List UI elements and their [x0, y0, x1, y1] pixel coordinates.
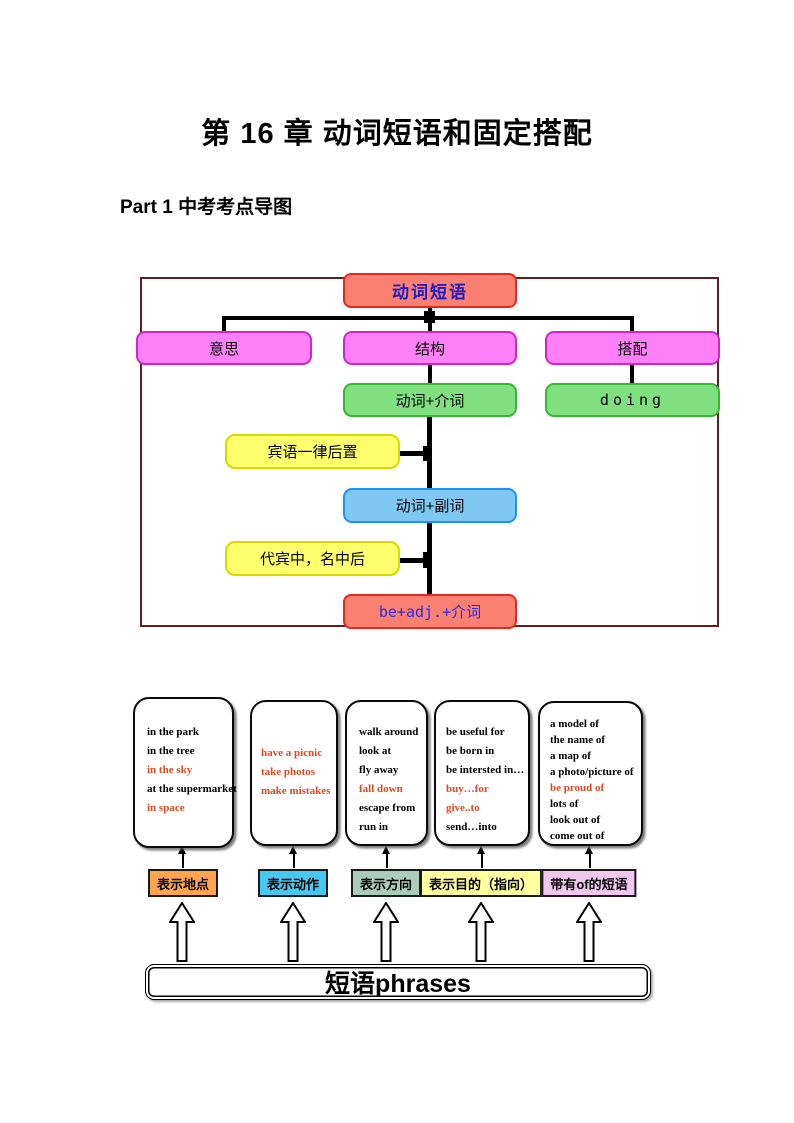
phrase-item: a model of	[550, 718, 599, 730]
phrase-item: buy…for	[446, 783, 489, 795]
flow-box-structure: 结构	[343, 331, 517, 365]
category-label-action: 表示动作	[257, 869, 329, 897]
part-heading: Part 1 中考考点导图	[120, 197, 293, 218]
thin-up-arrow	[178, 846, 187, 868]
phrase-item: be useful for	[446, 726, 505, 738]
arrow-head-icon	[382, 846, 390, 854]
phrase-item: lots of	[550, 798, 579, 810]
phrase-item: fly away	[359, 764, 399, 776]
phrase-item: the name of	[550, 734, 605, 746]
phrase-item: escape from	[359, 802, 416, 814]
phrase-item: look at	[359, 745, 392, 757]
connector-structure-verbprep	[428, 365, 432, 384]
connector-note1-stub	[398, 451, 430, 456]
category-label-location: 表示地点	[147, 869, 219, 897]
phrase-item: run in	[359, 821, 389, 833]
flow-box-meaning: 意思	[136, 331, 312, 365]
phrase-item: in the park	[147, 726, 199, 738]
phrase-item: come out of	[550, 830, 605, 842]
phrase-item: be intersted in…	[446, 764, 525, 776]
phrase-item: make mistakes	[261, 785, 331, 797]
phrases-summary-box: 短语phrases	[145, 964, 651, 1000]
category-label-purpose: 表示目的（指向）	[419, 869, 543, 897]
phrase-card-action: have a picnic take photos make mistakes	[250, 700, 338, 846]
block-up-arrow-icon	[576, 902, 602, 962]
arrow-head-icon	[585, 846, 593, 854]
thin-up-arrow	[585, 846, 594, 868]
phrase-item: a map of	[550, 750, 591, 762]
connector-drop-right	[630, 316, 634, 333]
flow-box-doing: doing	[545, 383, 720, 417]
category-label-direction: 表示方向	[350, 869, 422, 897]
flow-box-root: 动词短语	[343, 273, 517, 308]
connector-note1-cap	[423, 446, 428, 461]
phrase-item: at the supermarket	[147, 783, 237, 795]
block-up-arrow-icon	[169, 902, 195, 962]
arrow-head-icon	[289, 846, 297, 854]
phrase-item: walk around	[359, 726, 419, 738]
block-up-arrow-icon	[373, 902, 399, 962]
page-title: 第 16 章 动词短语和固定搭配	[201, 118, 593, 150]
arrow-head-icon	[477, 846, 485, 854]
flow-box-verb-adv: 动词+副词	[343, 488, 517, 523]
flow-box-note-object: 宾语一律后置	[225, 434, 400, 469]
phrase-item: in space	[147, 802, 185, 814]
thin-up-arrow	[382, 846, 391, 868]
phrase-item: in the tree	[147, 745, 195, 757]
phrase-item: be born in	[446, 745, 495, 757]
connector-note2-cap	[423, 552, 428, 568]
phrase-card-of: a model of the name of a map of a photo/…	[538, 701, 643, 846]
phrase-item: be proud of	[550, 782, 605, 794]
block-up-arrow-icon	[468, 902, 494, 962]
phrase-item: look out of	[550, 814, 601, 826]
phrase-item: give..to	[446, 802, 480, 814]
thin-up-arrow	[289, 846, 298, 868]
phrase-item: send…into	[446, 821, 497, 833]
flow-box-collocation: 搭配	[545, 331, 720, 365]
arrow-head-icon	[178, 846, 186, 854]
phrase-card-location: in the park in the tree in the sky at th…	[133, 697, 237, 848]
flow-box-be-adj-prep: be+adj.+介词	[343, 594, 517, 629]
connector-drop-left	[222, 316, 226, 333]
phrase-item: fall down	[359, 783, 403, 795]
connector-collocation-doing	[630, 365, 634, 384]
block-up-arrow-icon	[280, 902, 306, 962]
category-label-of: 带有of的短语	[541, 869, 637, 897]
phrase-item: take photos	[261, 766, 316, 778]
connector-drop-mid	[428, 316, 432, 333]
connector-note2-stub	[398, 558, 430, 563]
phrase-item: a photo/picture of	[550, 766, 634, 778]
phrase-item: have a picnic	[261, 747, 323, 759]
thin-up-arrow	[477, 846, 486, 868]
phrase-card-direction: walk around look at fly away fall down e…	[345, 700, 428, 846]
flow-box-note-pronoun: 代宾中，名中后	[225, 541, 400, 576]
phrase-item: in the sky	[147, 764, 193, 776]
flow-box-verb-prep: 动词+介词	[343, 383, 517, 417]
phrase-card-purpose: be useful for be born in be intersted in…	[434, 700, 530, 846]
